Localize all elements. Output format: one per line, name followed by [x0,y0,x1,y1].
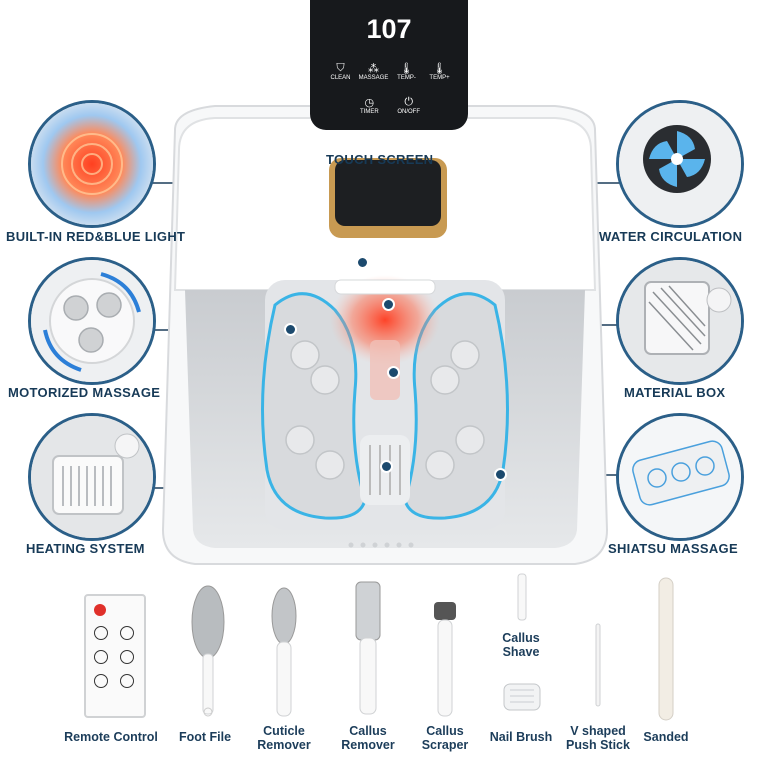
nail-brush [500,676,544,725]
power-button[interactable]: ⏻ ON/OFF [397,96,420,115]
temp-minus-button[interactable]: 🌡︎ TEMP- [390,62,423,81]
massage-button[interactable]: ⁂ MASSAGE [358,63,389,81]
shiatsu-massage-image [616,413,744,541]
callus-scraper-label: Callus Scraper [421,724,469,752]
callus-remover [350,580,386,725]
touch-screen-label: TOUCH SCREEN [326,152,434,167]
light-label: BUILT-IN RED&BLUE LIGHT [6,229,186,244]
marker-dot [382,298,395,311]
box-icon [619,260,741,382]
red-light-icon [31,103,153,225]
sanded-file [654,576,678,729]
timer-button[interactable]: ◷ TIMER [360,97,379,115]
callus-shave-label: Callus Shave [502,631,540,659]
temperature-display: 107 [366,14,412,44]
push-stick [588,620,608,715]
clean-button[interactable]: ⛉ CLEAN [324,62,357,81]
marker-dot [356,256,369,269]
foot-spa-illustration [161,105,609,565]
sanded-label: Sanded [643,730,689,744]
thermometer-minus-icon: 🌡︎ [399,63,414,75]
callus-shave [512,572,532,627]
thermometer-plus-icon: 🌡︎ [432,63,447,75]
massage-feature-image [28,257,156,385]
nail-brush-label: Nail Brush [489,730,553,744]
shiatsu-massage-label: SHIATSU MASSAGE [608,541,738,556]
touch-screen-panel: 107 ⛉ CLEAN ⁂ MASSAGE 🌡︎ TEMP- 🌡︎ TEMP+ … [310,0,468,130]
water-circulation-image [616,100,744,228]
remote-power-button [94,604,106,616]
clock-icon: ◷ [364,97,375,109]
marker-dot [284,323,297,336]
shiatsu-icon [619,416,741,538]
rollers-icon [31,260,153,382]
remote-control-label: Remote Control [64,730,158,744]
massage-icon: ⁂ [368,63,379,75]
push-stick-label: V shaped Push Stick [566,724,630,752]
cuticle-remover [266,586,302,729]
power-icon: ⏻ [404,96,414,108]
marker-dot [380,460,393,473]
temp-plus-button[interactable]: 🌡︎ TEMP+ [423,62,456,81]
foot-file [190,584,226,727]
remote-buttons [94,626,138,688]
callus-scraper [428,600,462,727]
marker-dot [494,468,507,481]
remote-control [84,594,146,718]
cuticle-remover-label: Cuticle Remover [257,724,311,752]
water-circulation-label: WATER CIRCULATION [599,229,743,244]
heating-system-label: HEATING SYSTEM [26,541,145,556]
shield-icon: ⛉ [336,62,345,74]
motorized-massage-label: MOTORIZED MASSAGE [8,385,161,400]
marker-dot [387,366,400,379]
callus-remover-label: Callus Remover [341,724,395,752]
fan-icon [619,103,741,225]
material-box-label: MATERIAL BOX [624,385,726,400]
heater-icon [31,416,153,538]
heating-feature-image [28,413,156,541]
material-box-image [616,257,744,385]
foot-file-label: Foot File [178,730,232,744]
light-feature-image [28,100,156,228]
foot-spa [155,90,615,570]
